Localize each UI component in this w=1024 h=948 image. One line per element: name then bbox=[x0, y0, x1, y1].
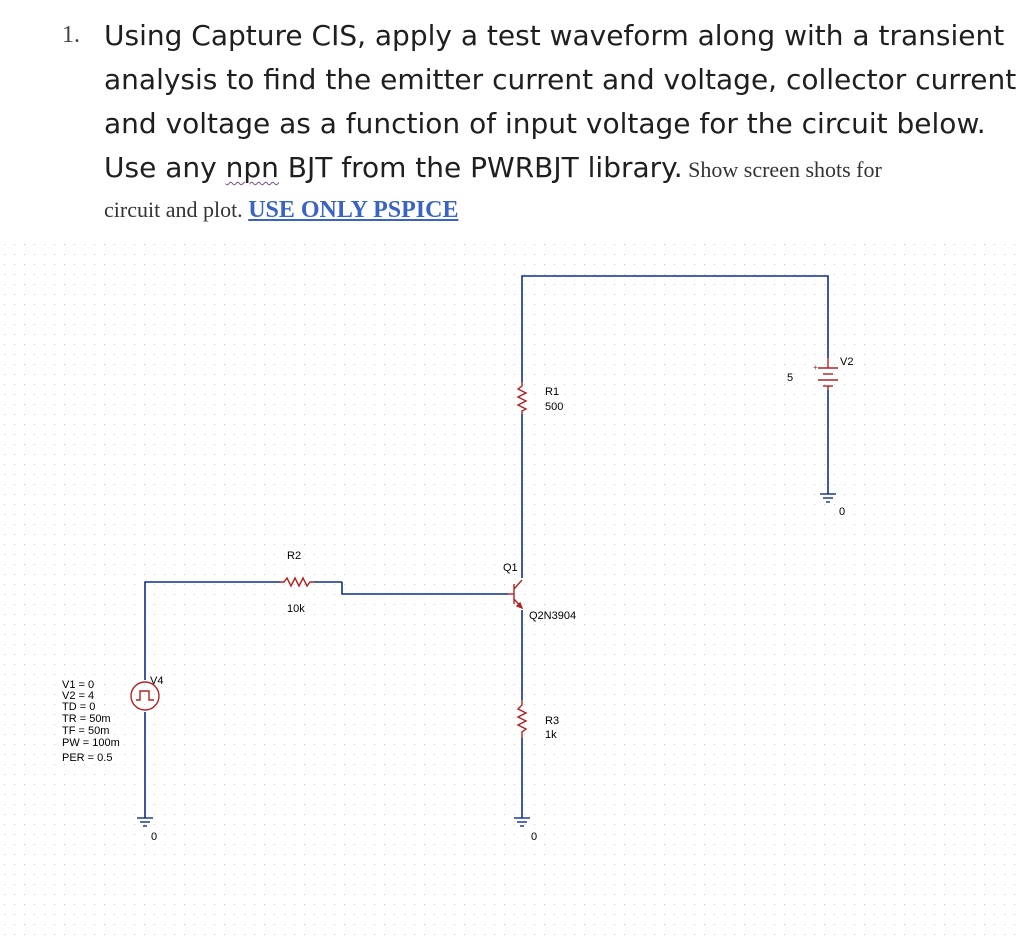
question-line-3: and voltage as a function of input volta… bbox=[104, 107, 986, 140]
line4-suffix: Show screen shots for bbox=[682, 157, 882, 182]
r1-value: 500 bbox=[545, 401, 563, 413]
line5-prefix: circuit and plot. bbox=[104, 197, 249, 222]
v4-param-2: TD = 0 bbox=[62, 701, 95, 713]
r1-resistor[interactable] bbox=[516, 382, 528, 414]
question-line-4: Use any npn BJT from the PWRBJT library.… bbox=[104, 146, 882, 192]
r3-resistor[interactable] bbox=[516, 700, 528, 738]
line4-middle: BJT from the PWRBJT library. bbox=[278, 151, 683, 184]
v2-plus-sign: + bbox=[813, 363, 818, 372]
line4-prefix: Use any bbox=[104, 151, 226, 184]
question-line-5: circuit and plot. USE ONLY PSPICE bbox=[104, 186, 458, 232]
wire-r2-to-base bbox=[341, 586, 508, 595]
q1-model: Q2N3904 bbox=[529, 610, 576, 622]
pspice-link[interactable]: USE ONLY PSPICE bbox=[248, 197, 459, 223]
v4-param-4: TF = 50m bbox=[62, 725, 109, 737]
ground-label-r3: 0 bbox=[531, 831, 537, 843]
q1-transistor[interactable] bbox=[508, 579, 524, 610]
question-number: 1. bbox=[62, 22, 80, 48]
v4-param-6: PER = 0.5 bbox=[62, 752, 112, 764]
ground-label-v2: 0 bbox=[839, 506, 845, 518]
r3-value: 1k bbox=[545, 729, 557, 741]
r2-resistor[interactable] bbox=[280, 576, 314, 588]
ground-symbol-v4 bbox=[137, 817, 153, 827]
schematic-canvas: R1 500 R2 10k R3 1k Q1 Q2N3904 bbox=[0, 236, 1024, 943]
v2-dc-source[interactable] bbox=[818, 358, 838, 390]
r2-value: 10k bbox=[287, 603, 305, 615]
v4-name: V4 bbox=[150, 675, 163, 687]
r2-name: R2 bbox=[287, 550, 301, 562]
v2-value: 5 bbox=[787, 372, 793, 384]
v4-param-1: V2 = 4 bbox=[62, 690, 94, 702]
v4-pulse-source[interactable] bbox=[130, 681, 160, 711]
v2-name: V2 bbox=[840, 356, 853, 368]
question-line-1: Using Capture CIS, apply a test waveform… bbox=[104, 19, 1005, 52]
ground-symbol-r3 bbox=[514, 817, 530, 827]
q1-name: Q1 bbox=[503, 562, 518, 574]
npn-word: npn bbox=[225, 151, 279, 184]
grid-background bbox=[0, 236, 1024, 943]
r1-name: R1 bbox=[545, 386, 559, 398]
question-line-2: analysis to find the emitter current and… bbox=[104, 63, 1017, 96]
r3-name: R3 bbox=[545, 715, 559, 727]
ground-symbol-v2 bbox=[820, 493, 836, 503]
wire-top-loop bbox=[521, 275, 829, 382]
v4-param-0: V1 = 0 bbox=[62, 679, 94, 691]
schematic-svg: R1 500 R2 10k R3 1k Q1 Q2N3904 bbox=[0, 236, 1024, 943]
ground-label-v4: 0 bbox=[151, 831, 157, 843]
v4-param-5: PW = 100m bbox=[62, 737, 120, 749]
wire-v4-to-r2 bbox=[144, 581, 280, 680]
wires bbox=[144, 275, 829, 818]
v4-param-3: TR = 50m bbox=[62, 713, 111, 725]
